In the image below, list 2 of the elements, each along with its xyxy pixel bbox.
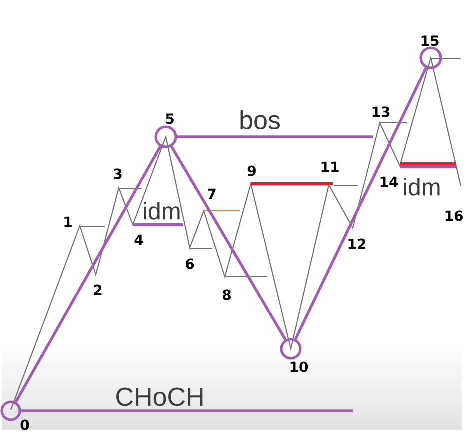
point-number: 15: [422, 36, 439, 46]
point-number: 0: [20, 420, 30, 430]
